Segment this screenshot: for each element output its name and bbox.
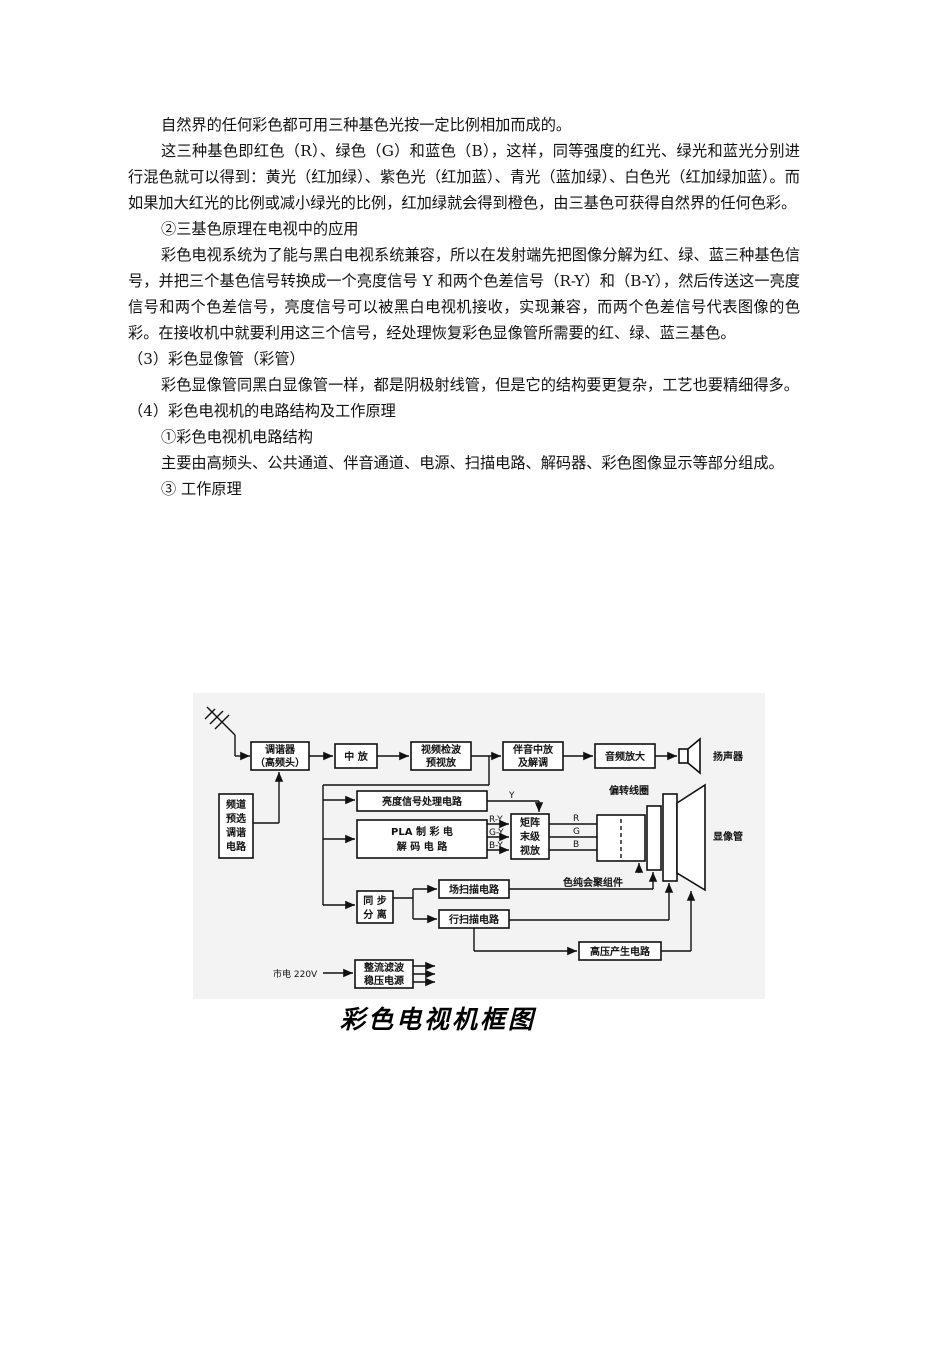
channel-preset-block: [218, 793, 254, 859]
psu-label-1: 整流滤波: [363, 961, 405, 974]
sound-if-label: 伴音中放: [512, 743, 554, 756]
subheading: ③ 工作原理: [161, 480, 242, 498]
signal-b: B: [573, 840, 579, 850]
decoder-label: PLA 制 彩 电: [391, 825, 453, 838]
preset-label-1: 频道: [226, 798, 246, 811]
matrix-label-2: 末级: [520, 830, 541, 843]
power-supply-block: [354, 959, 414, 989]
pal-decoder-block: [356, 819, 488, 859]
paragraph: 自然界的任何彩色都可用三种基色光按一定比例相加而成的。: [161, 116, 572, 134]
subheading: ①彩色电视机电路结构: [161, 428, 313, 446]
signal-g: G: [573, 827, 580, 837]
luma-label: 亮度信号处理电路: [382, 795, 463, 808]
paragraph: 彩色电视系统为了能与黑白电视系统兼容，所以在发射端先把图像分解为红、绿、蓝三种基…: [128, 246, 800, 342]
yoke-label: 偏转线圈: [609, 784, 649, 797]
vscan-label: 场扫描电路: [449, 883, 500, 896]
signal-g-y: G-Y: [489, 828, 504, 838]
signal-r-y: R-Y: [489, 815, 503, 825]
sync-label-2: 分 离: [363, 908, 386, 921]
audio-amp-label: 音频放大: [605, 750, 645, 763]
matrix-block: [510, 813, 550, 860]
video-detector-label-2: 预视放: [426, 756, 457, 769]
paragraph: 主要由高频头、公共通道、伴音通道、电源、扫描电路、解码器、彩色图像显示等部分组成…: [161, 454, 784, 472]
preset-label-2: 预选: [226, 812, 246, 825]
video-detector-block: [410, 741, 472, 771]
subheading: ②三基色原理在电视中的应用: [161, 220, 359, 238]
matrix-label-1: 矩阵: [520, 816, 540, 829]
mains-label: 市电 220V: [273, 968, 318, 980]
if-amp-label: 中 放: [344, 750, 368, 763]
convergence-label: 色纯会聚组件: [563, 876, 623, 889]
paragraph: 这三种基色即红色（R）、绿色（G）和蓝色（B），这样，同等强度的红光、绿光和蓝光…: [128, 142, 800, 212]
body-text: 自然界的任何彩色都可用三种基色光按一定比例相加而成的。 这三种基色即红色（R）、…: [128, 112, 800, 502]
sync-label-1: 同 步: [363, 894, 386, 907]
tuner-label: 调谐器: [265, 743, 296, 756]
hscan-label: 行扫描电路: [448, 913, 500, 926]
decoder-label-2: 解 码 电 路: [397, 840, 448, 853]
figure-caption: 彩色电视机框图: [340, 1005, 537, 1034]
signal-y: Y: [508, 791, 515, 801]
signal-b-y: B-Y: [489, 841, 503, 851]
hv-label: 高压产生电路: [590, 945, 651, 958]
sync-separator-block: [356, 890, 394, 924]
psu-label-2: 稳压电源: [364, 974, 404, 987]
video-detector-label: 视频检波: [421, 743, 462, 756]
speaker-label: 扬声器: [713, 750, 744, 763]
preset-label-3: 调谐: [226, 826, 246, 839]
audio-amp-block: [594, 743, 656, 769]
tuner-label-2: （高频头）: [255, 756, 305, 769]
section-heading: （4）彩色电视机的电路结构及工作原理: [128, 402, 396, 420]
speaker-icon: [678, 737, 701, 775]
signal-r: R: [573, 814, 579, 824]
section-heading: （3）彩色显像管（彩管）: [128, 350, 305, 368]
crt-label: 显像管: [713, 830, 743, 843]
paragraph: 彩色显像管同黑白显像管一样，都是阴极射线管，但是它的结构要更复杂，工艺也要精细得…: [161, 376, 799, 394]
sound-if-label-2: 及解调: [518, 756, 548, 769]
matrix-label-3: 视放: [520, 844, 541, 857]
preset-label-4: 电路: [226, 840, 247, 853]
antenna-icon: [204, 706, 250, 761]
tv-block-diagram: 调谐器 （高频头） 中 放 视频检波 预视放 伴音中放 及解调 音频放大 扬声器…: [193, 693, 765, 999]
crt-icon: [596, 783, 706, 892]
